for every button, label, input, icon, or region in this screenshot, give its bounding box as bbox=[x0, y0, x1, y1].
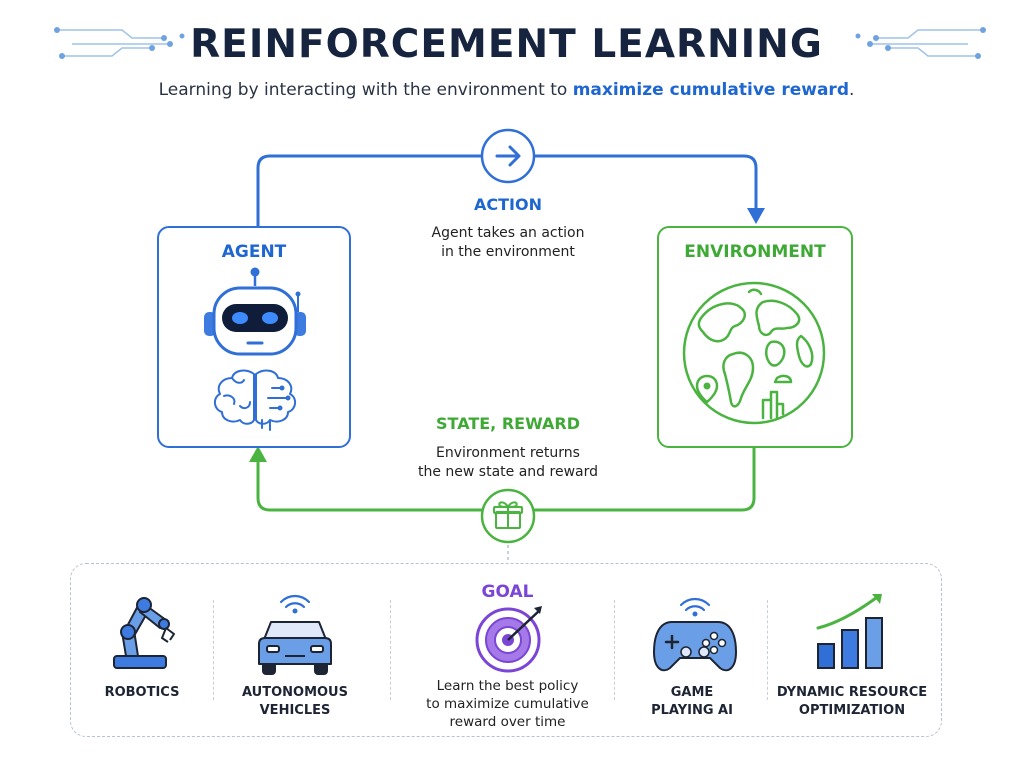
game-playing-label: GAME PLAYING AI bbox=[632, 684, 752, 720]
subtitle-suffix: . bbox=[849, 80, 855, 100]
action-description-line: Agent takes an action bbox=[431, 225, 585, 241]
resource-optimization-label: DYNAMIC RESOURCE OPTIMIZATION bbox=[772, 684, 932, 720]
action-label: ACTION bbox=[474, 195, 542, 214]
page-title: REINFORCEMENT LEARNING bbox=[190, 22, 823, 67]
subtitle-highlight: maximize cumulative reward bbox=[572, 80, 849, 100]
state-reward-description: Environment returns the new state and re… bbox=[380, 444, 636, 482]
divider bbox=[614, 600, 615, 700]
divider bbox=[213, 600, 214, 700]
gamepad-icon bbox=[652, 621, 738, 672]
state-description-line: the new state and reward bbox=[417, 464, 598, 480]
robot-icon bbox=[204, 267, 306, 356]
gift-icon bbox=[480, 488, 536, 544]
page-subtitle: Learning by interacting with the environ… bbox=[0, 80, 1013, 100]
robotic-arm-icon bbox=[113, 597, 175, 669]
robotics-label-line: ROBOTICS bbox=[104, 685, 180, 700]
circuit-decoration-left bbox=[54, 27, 185, 59]
divider bbox=[390, 600, 391, 700]
state-description-line: Environment returns bbox=[436, 445, 580, 461]
wifi-icon bbox=[279, 594, 311, 614]
environment-label: ENVIRONMENT bbox=[684, 242, 826, 262]
applications-panel bbox=[70, 563, 942, 737]
vehicles-label-line: VEHICLES bbox=[259, 703, 331, 718]
goal-description-line: Learn the best policy bbox=[436, 678, 579, 694]
resources-label-line: OPTIMIZATION bbox=[798, 703, 906, 718]
car-icon bbox=[258, 621, 332, 675]
environment-box: ENVIRONMENT bbox=[657, 226, 853, 448]
goal-label: GOAL bbox=[481, 582, 534, 602]
goal-description: Learn the best policy to maximize cumula… bbox=[400, 677, 615, 731]
robotics-label: ROBOTICS bbox=[90, 684, 194, 702]
divider bbox=[767, 600, 768, 700]
subtitle-text: Learning by interacting with the environ… bbox=[158, 80, 573, 100]
target-icon bbox=[475, 606, 542, 673]
brain-icon bbox=[214, 369, 296, 431]
action-description: Agent takes an action in the environment bbox=[380, 224, 636, 262]
goal-description-line: reward over time bbox=[449, 714, 566, 730]
gaming-label-line: GAME bbox=[670, 685, 714, 700]
wifi-icon bbox=[679, 597, 711, 617]
circuit-decoration-right bbox=[855, 27, 986, 59]
goal-description-line: to maximize cumulative bbox=[426, 696, 589, 712]
resources-label-line: DYNAMIC RESOURCE bbox=[776, 685, 928, 700]
gaming-label-line: PLAYING AI bbox=[651, 703, 733, 718]
vehicles-label-line: AUTONOMOUS bbox=[242, 685, 348, 700]
globe-icon bbox=[682, 281, 826, 425]
state-reward-label: STATE, REWARD bbox=[436, 414, 580, 433]
bar-chart-icon bbox=[816, 594, 883, 669]
arrow-right-icon bbox=[480, 128, 536, 184]
action-description-line: in the environment bbox=[441, 244, 575, 260]
autonomous-vehicles-label: AUTONOMOUS VEHICLES bbox=[230, 684, 360, 720]
agent-label: AGENT bbox=[221, 242, 287, 262]
